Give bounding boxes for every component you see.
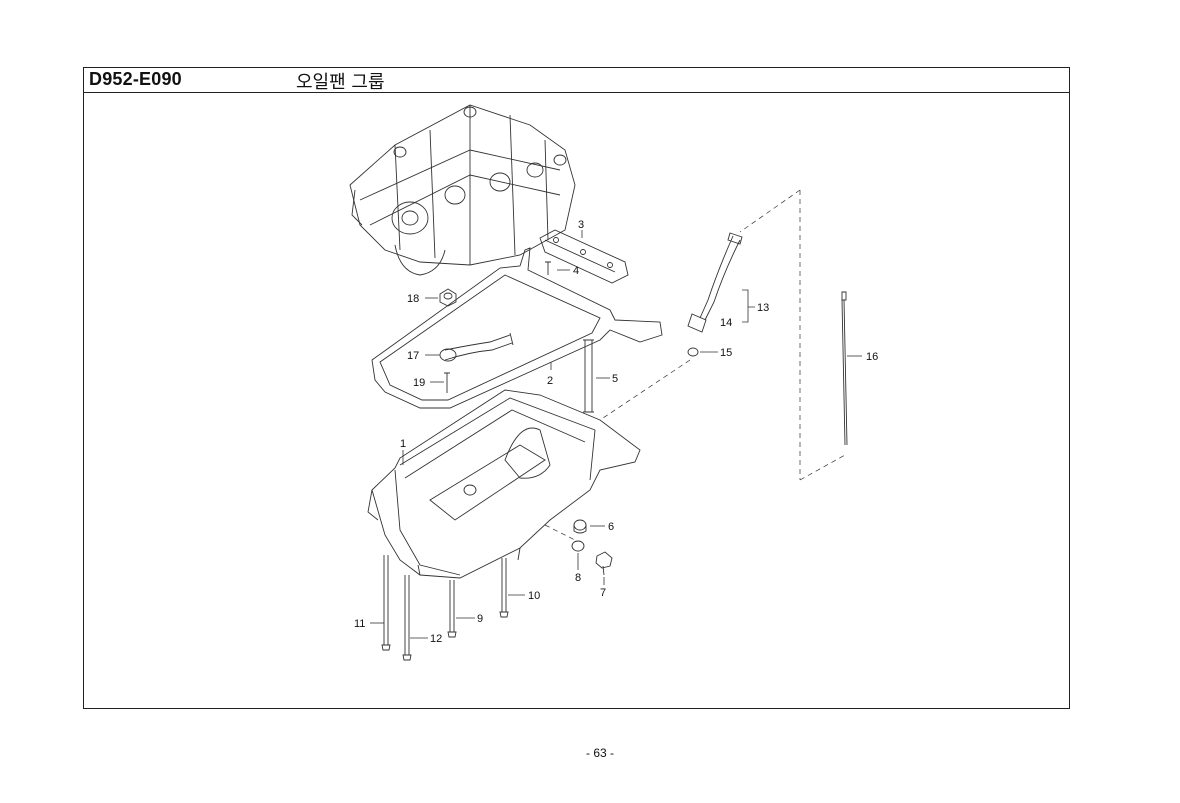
- callout-14: 14: [720, 317, 732, 329]
- part-18-nut: [439, 288, 457, 307]
- part-4-bolt: [545, 261, 551, 275]
- callout-13: 13: [757, 302, 769, 314]
- callout-17: 17: [407, 350, 419, 362]
- part-9-bolt: [447, 580, 457, 638]
- title-bar: D952-E090 오일팬 그룹: [84, 68, 1069, 93]
- callout-9: 9: [477, 613, 483, 625]
- part-3-bracket: [539, 229, 629, 284]
- callout-10: 10: [528, 590, 540, 602]
- engine-block-illustration: [349, 104, 576, 276]
- callout-7: 7: [600, 587, 606, 599]
- diagram-frame: D952-E090 오일팬 그룹: [83, 67, 1070, 709]
- part-8-washer: [571, 540, 585, 552]
- callout-1: 1: [400, 438, 406, 450]
- callout-8: 8: [575, 572, 581, 584]
- part-19-bolt: [444, 372, 450, 393]
- part-6-plug: [573, 519, 587, 534]
- part-7-drain-plug: [595, 551, 613, 576]
- callout-3: 3: [578, 219, 584, 231]
- callout-leader-lines: [370, 230, 862, 639]
- callout-18: 18: [407, 293, 419, 305]
- callout-12: 12: [430, 633, 442, 645]
- callout-11: 11: [354, 618, 365, 630]
- part-15-o-ring: [687, 347, 699, 357]
- part-2-gasket: [371, 247, 663, 409]
- part-1-oil-pan: [367, 389, 641, 579]
- callout-15: 15: [720, 347, 732, 359]
- callout-19: 19: [413, 377, 425, 389]
- part-17-oil-strainer: [439, 332, 514, 362]
- part-5-stud: [583, 339, 594, 413]
- part-13-guide-tube: [687, 232, 743, 333]
- callout-6: 6: [608, 521, 614, 533]
- part-10-bolt: [499, 558, 509, 618]
- callout-16: 16: [866, 351, 878, 363]
- assembly-guide-lines: [544, 189, 846, 541]
- page-number: - 63 -: [585, 746, 614, 760]
- callout-4: 4: [573, 265, 579, 277]
- part-16-dipstick: [841, 291, 848, 446]
- callout-2: 2: [547, 375, 553, 387]
- callout-5: 5: [612, 373, 618, 385]
- part-11-bolt: [381, 555, 391, 651]
- part-group-code: D952-E090: [89, 69, 182, 89]
- part-12-bolt: [402, 575, 412, 661]
- part-group-title: 오일팬 그룹: [296, 72, 385, 93]
